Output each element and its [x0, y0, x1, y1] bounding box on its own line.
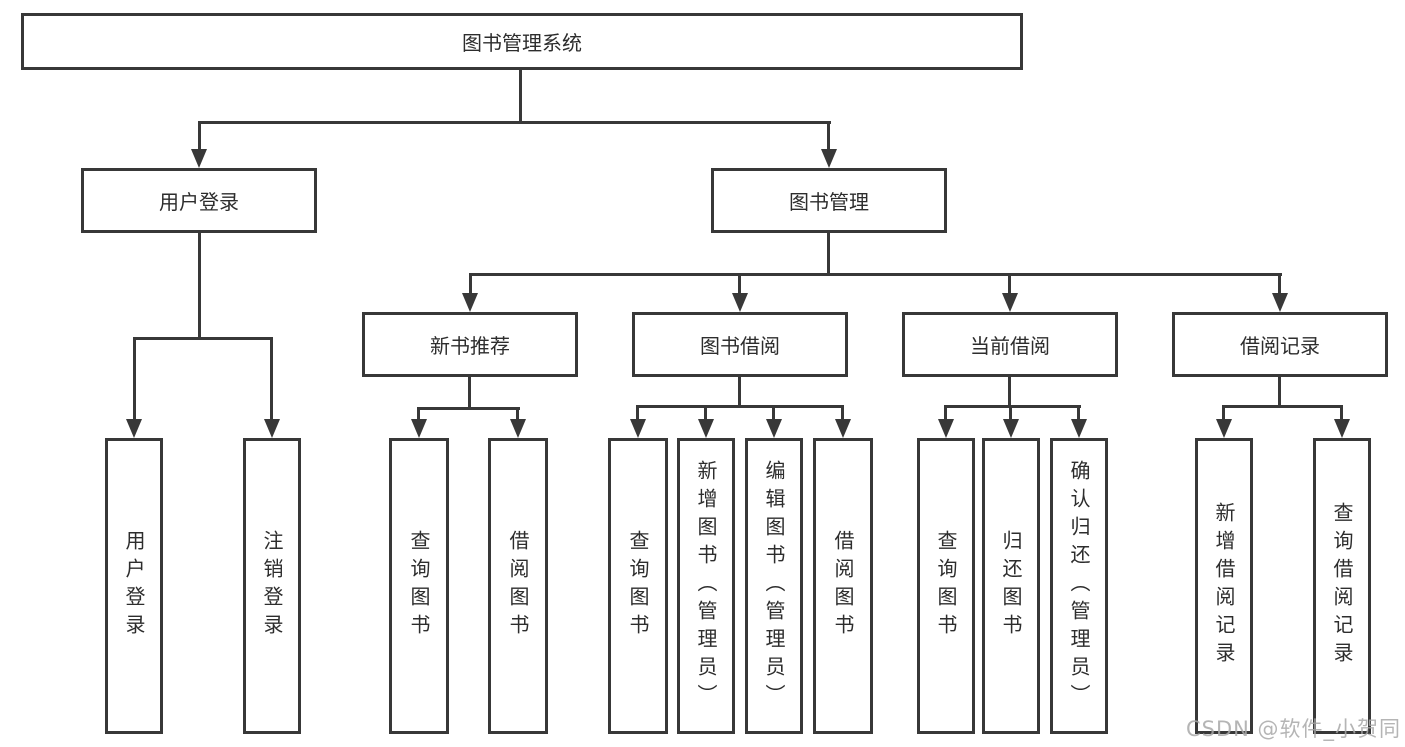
- leaf-return-books-label: 归还图书: [999, 530, 1023, 642]
- leaf-query-borrowing-record-label: 查询借阅记录: [1330, 502, 1354, 670]
- leaf-add-book-admin-label: 新增图书（管理员）: [694, 460, 718, 712]
- connector-vline: [516, 407, 519, 419]
- node-current-borrowing-label: 当前借阅: [970, 334, 1050, 358]
- node-current-borrowing: 当前借阅: [902, 312, 1118, 377]
- arrowhead-down-icon: [1003, 419, 1019, 438]
- arrowhead-down-icon: [1334, 419, 1350, 438]
- connector-hline: [636, 405, 844, 408]
- arrowhead-down-icon: [698, 419, 714, 438]
- leaf-add-book-admin: 新增图书（管理员）: [677, 438, 735, 734]
- leaf-borrow-books-recommend-label: 借阅图书: [506, 530, 530, 642]
- connector-vline: [738, 273, 741, 293]
- leaf-borrow-books-borrowing: 借阅图书: [813, 438, 873, 734]
- leaf-user-login: 用户登录: [105, 438, 163, 734]
- connector-hline: [198, 121, 831, 124]
- connector-hline: [133, 337, 273, 340]
- leaf-query-books-current-label: 查询图书: [934, 530, 958, 642]
- arrowhead-down-icon: [1272, 293, 1288, 312]
- connector-vline: [772, 405, 775, 419]
- connector-vline: [469, 273, 472, 293]
- connector-vline: [1278, 273, 1281, 293]
- arrowhead-down-icon: [126, 419, 142, 438]
- leaf-query-books-current: 查询图书: [917, 438, 975, 734]
- leaf-borrow-books-borrowing-label: 借阅图书: [831, 530, 855, 642]
- arrowhead-down-icon: [510, 419, 526, 438]
- leaf-borrow-books-recommend: 借阅图书: [488, 438, 548, 734]
- connector-vline: [1340, 405, 1343, 419]
- connector-vline: [636, 405, 639, 419]
- connector-vline: [1008, 273, 1011, 293]
- connector-vline: [133, 337, 136, 419]
- node-new-book-recommendation-label: 新书推荐: [430, 334, 510, 358]
- connector-vline: [827, 233, 830, 273]
- leaf-logout-label: 注销登录: [260, 530, 284, 642]
- connector-vline: [198, 121, 201, 149]
- node-book-borrowing-label: 图书借阅: [700, 334, 780, 358]
- connector-vline: [841, 405, 844, 419]
- leaf-query-books-recommend-label: 查询图书: [407, 530, 431, 642]
- leaf-logout: 注销登录: [243, 438, 301, 734]
- arrowhead-down-icon: [462, 293, 478, 312]
- leaf-query-books-recommend: 查询图书: [389, 438, 449, 734]
- node-book-borrowing: 图书借阅: [632, 312, 848, 377]
- leaf-query-books-borrowing: 查询图书: [608, 438, 668, 734]
- arrowhead-down-icon: [411, 419, 427, 438]
- leaf-edit-book-admin: 编辑图书（管理员）: [745, 438, 803, 734]
- node-root-label: 图书管理系统: [462, 31, 582, 55]
- node-borrowing-records: 借阅记录: [1172, 312, 1388, 377]
- arrowhead-down-icon: [630, 419, 646, 438]
- connector-vline: [704, 405, 707, 419]
- connector-vline: [1278, 377, 1281, 405]
- node-user-login-label: 用户登录: [159, 190, 239, 214]
- leaf-edit-book-admin-label: 编辑图书（管理员）: [762, 460, 786, 712]
- arrowhead-down-icon: [1071, 419, 1087, 438]
- arrowhead-down-icon: [938, 419, 954, 438]
- connector-vline: [417, 407, 420, 419]
- connector-vline: [270, 337, 273, 419]
- arrowhead-down-icon: [1216, 419, 1232, 438]
- connector-hline: [1222, 405, 1343, 408]
- node-new-book-recommendation: 新书推荐: [362, 312, 578, 377]
- connector-vline: [1009, 405, 1012, 419]
- connector-vline: [1008, 377, 1011, 405]
- connector-vline: [519, 70, 522, 121]
- watermark: CSDN @软件_小贺同学: [1186, 717, 1402, 741]
- connector-hline: [469, 273, 1282, 276]
- node-book-management: 图书管理: [711, 168, 947, 233]
- leaf-add-borrowing-record-label: 新增借阅记录: [1212, 502, 1236, 670]
- arrowhead-down-icon: [732, 293, 748, 312]
- node-user-login: 用户登录: [81, 168, 317, 233]
- connector-vline: [1222, 405, 1225, 419]
- leaf-confirm-return-admin: 确认归还（管理员）: [1050, 438, 1108, 734]
- connector-vline: [944, 405, 947, 419]
- connector-vline: [468, 377, 471, 407]
- leaf-query-borrowing-record: 查询借阅记录: [1313, 438, 1371, 734]
- connector-vline: [738, 377, 741, 405]
- node-root: 图书管理系统: [21, 13, 1023, 70]
- connector-vline: [1077, 405, 1080, 419]
- arrowhead-down-icon: [191, 149, 207, 168]
- node-borrowing-records-label: 借阅记录: [1240, 334, 1320, 358]
- leaf-add-borrowing-record: 新增借阅记录: [1195, 438, 1253, 734]
- arrowhead-down-icon: [1002, 293, 1018, 312]
- connector-vline: [198, 233, 201, 337]
- leaf-confirm-return-admin-label: 确认归还（管理员）: [1067, 460, 1091, 712]
- leaf-query-books-borrowing-label: 查询图书: [626, 530, 650, 642]
- leaf-return-books: 归还图书: [982, 438, 1040, 734]
- connector-hline: [944, 405, 1081, 408]
- arrowhead-down-icon: [821, 149, 837, 168]
- connector-vline: [827, 121, 830, 149]
- connector-hline: [417, 407, 520, 410]
- arrowhead-down-icon: [766, 419, 782, 438]
- arrowhead-down-icon: [264, 419, 280, 438]
- leaf-user-login-label: 用户登录: [122, 530, 146, 642]
- node-book-management-label: 图书管理: [789, 190, 869, 214]
- arrowhead-down-icon: [835, 419, 851, 438]
